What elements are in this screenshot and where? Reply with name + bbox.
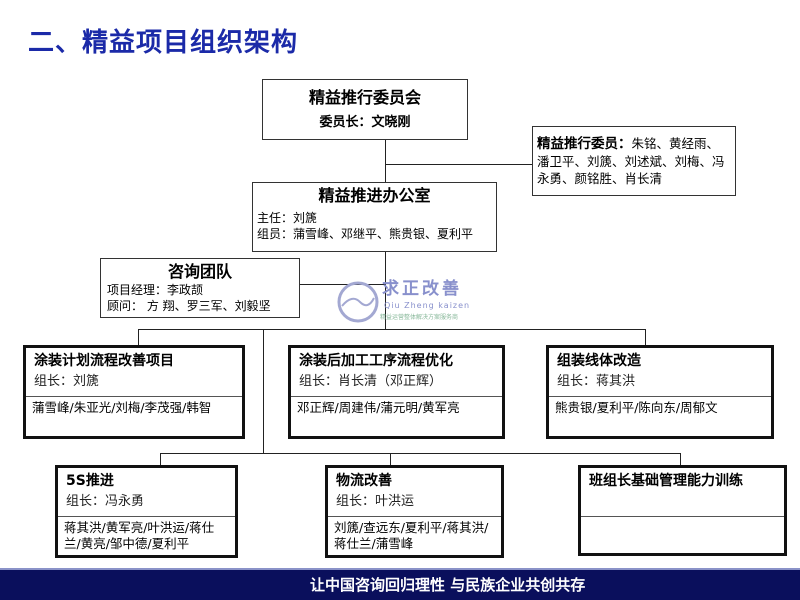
connector: [390, 453, 391, 465]
group-members: 熊贵银/夏利平/陈向东/周郁文: [555, 400, 718, 415]
connector: [385, 252, 386, 329]
logo-tagline: 精益运营整体解决方案服务商: [380, 314, 459, 321]
office-name: 精益推进办公室: [318, 186, 431, 205]
group-box: 物流改善 组长：叶洪运 刘篪/查远东/夏利平/蒋其洪/蒋仕兰/蒲雪峰: [325, 465, 504, 558]
footer-slogan: 让中国咨询回归理性 与民族企业共创共存: [310, 576, 586, 594]
consult-advisors: 顾问： 方 翔、罗三军、刘毅坚: [107, 299, 271, 313]
members-label: 精益推行委员：: [537, 136, 632, 152]
group-title: 组装线体改造: [557, 353, 641, 369]
members-names: 朱铭、黄经雨、潘卫平、刘篪、刘述斌、刘梅、冯永勇、颜铭胜、肖长清: [537, 136, 725, 186]
office-director: 主任：刘篪: [257, 211, 318, 225]
office-box: 精益推进办公室 主任：刘篪 组员：蒲雪峰、邓继平、熊贵银、夏利平: [252, 182, 497, 252]
connector: [645, 329, 646, 345]
group-leader: 组长：蒋其洪: [557, 374, 636, 389]
consult-name: 咨询团队: [167, 262, 232, 281]
page-title: 二、精益项目组织架构: [28, 28, 299, 58]
members-box: 精益推行委员：朱铭、黄经雨、潘卫平、刘篪、刘述斌、刘梅、冯永勇、颜铭胜、肖长清: [532, 126, 736, 196]
office-staff: 组员：蒲雪峰、邓继平、熊贵银、夏利平: [257, 227, 474, 241]
group-title: 5S推进: [66, 473, 114, 489]
group-title: 班组长基础管理能力训练: [589, 473, 743, 489]
logo-en: Qiu Zheng kaizen: [384, 301, 471, 310]
group-leader: 组长：刘篪: [34, 374, 100, 389]
group-box: 组装线体改造 组长：蒋其洪 熊贵银/夏利平/陈向东/周郁文: [546, 345, 774, 439]
connector: [299, 284, 385, 285]
group-box: 班组长基础管理能力训练: [578, 465, 787, 556]
group-title: 物流改善: [336, 473, 392, 489]
logo-cn: 求正改善: [382, 279, 462, 299]
connector: [385, 139, 386, 182]
group-members: 蒋其洪/黄军亮/叶洪运/蒋仕兰/黄亮/邹中德/夏利平: [64, 520, 215, 551]
logo: 求正改善 Qiu Zheng kaizen 精益运营整体解决方案服务商: [336, 279, 469, 326]
connector: [263, 329, 264, 453]
group-members: 刘篪/查远东/夏利平/蒋其洪/蒋仕兰/蒲雪峰: [334, 520, 489, 551]
group-members: 蒲雪峰/朱亚光/刘梅/李茂强/韩智: [32, 400, 212, 415]
group-box: 涂装计划流程改善项目 组长：刘篪 蒲雪峰/朱亚光/刘梅/李茂强/韩智: [23, 345, 245, 439]
connector: [160, 453, 680, 454]
connector: [138, 329, 645, 330]
group-leader: 组长：肖长清（邓正辉）: [299, 374, 443, 389]
committee-chair: 委员长：文晓刚: [319, 115, 411, 130]
group-title: 涂装计划流程改善项目: [34, 353, 174, 369]
footer-bar: 让中国咨询回归理性 与民族企业共创共存: [0, 568, 800, 600]
group-box: 涂装后加工工序流程优化 组长：肖长清（邓正辉） 邓正辉/周建伟/蒲元明/黄军亮: [288, 345, 505, 439]
connector: [138, 329, 139, 345]
consult-manager: 项目经理：李政颉: [107, 283, 204, 297]
connector: [385, 164, 532, 165]
connector: [680, 453, 681, 465]
group-leader: 组长：叶洪运: [336, 494, 415, 509]
group-title: 涂装后加工工序流程优化: [299, 353, 453, 369]
committee-name: 精益推行委员会: [308, 88, 421, 107]
logo-emblem-icon: [337, 281, 379, 323]
committee-box: 精益推行委员会 委员长：文晓刚: [262, 79, 468, 140]
group-leader: 组长：冯永勇: [66, 494, 145, 509]
consult-box: 咨询团队 项目经理：李政颉 顾问： 方 翔、罗三军、刘毅坚: [100, 258, 300, 318]
group-members: [581, 517, 784, 520]
group-leader: [581, 490, 784, 511]
group-members: 邓正辉/周建伟/蒲元明/黄军亮: [297, 400, 460, 415]
connector: [160, 453, 161, 465]
group-box: 5S推进 组长：冯永勇 蒋其洪/黄军亮/叶洪运/蒋仕兰/黄亮/邹中德/夏利平: [55, 465, 238, 558]
